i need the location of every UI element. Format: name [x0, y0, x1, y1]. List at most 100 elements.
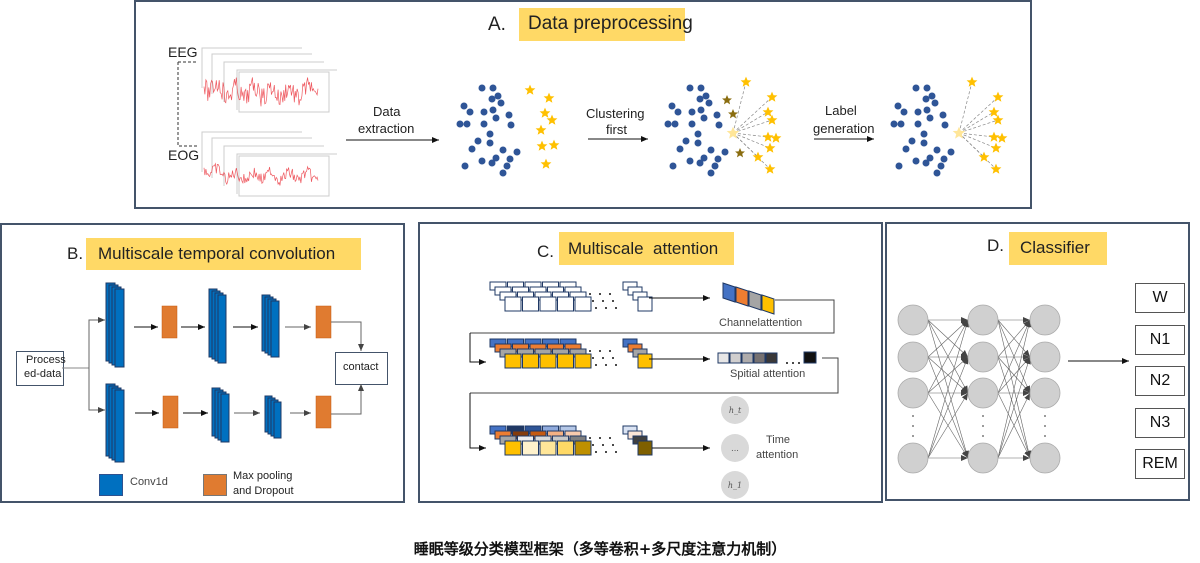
sample-dot [713, 111, 721, 119]
sample-dot [488, 159, 496, 167]
pool-block-top-1 [161, 305, 178, 339]
eeg-signal-waveform [203, 77, 319, 107]
stage-connector [470, 357, 839, 394]
ellipsis-dot [609, 293, 611, 295]
nn-connection [927, 319, 969, 358]
ellipsis-dot [595, 364, 597, 366]
sample-dot [914, 108, 922, 116]
time-node-label: h_1 [728, 481, 742, 490]
sample-dot [497, 99, 505, 107]
tensor-cell [557, 296, 574, 312]
panel-c-letter: C. [537, 242, 554, 261]
legend-pool-label-line1: Max pooling [233, 470, 293, 482]
spatial-weight-cell [717, 352, 730, 364]
eeg-signal-frame [236, 69, 337, 110]
conv1d-block [114, 389, 125, 463]
sample-dot [926, 154, 934, 162]
conv1d-block [217, 294, 227, 364]
panel-b-title: Multiscale temporal convolution [98, 244, 336, 263]
sample-star [740, 76, 752, 87]
cluster-link [732, 132, 771, 149]
ellipsis-dot [599, 437, 601, 439]
sample-dot [900, 108, 908, 116]
sample-dot [461, 162, 469, 170]
sample-dot [463, 120, 471, 128]
legend-pool-label-line2: and Dropout [233, 485, 294, 497]
ellipsis-dot [602, 357, 604, 359]
cluster-link [958, 111, 995, 134]
nn-node [967, 304, 999, 336]
sample-dot [686, 157, 694, 165]
class-label: N3 [1149, 413, 1171, 431]
time-attention-label-line2: attention [756, 449, 799, 461]
panel-a-letter: A. [488, 14, 506, 35]
sample-dot [694, 130, 702, 138]
tensor-cell [637, 296, 653, 312]
ellipsis-dot [798, 362, 800, 364]
sample-dot [668, 102, 676, 110]
sample-dot [474, 137, 482, 145]
sample-star [978, 151, 990, 162]
sample-star [764, 142, 776, 153]
class-box-n3: N3 [1135, 407, 1185, 438]
nn-node [1029, 341, 1061, 373]
sample-star [540, 158, 552, 169]
sample-dot [486, 130, 494, 138]
ellipsis-dot [912, 415, 914, 417]
sample-dot [700, 114, 708, 122]
panel-a-title: Data preprocessing [528, 13, 693, 34]
ellipsis-dot [589, 293, 591, 295]
ellipsis-dot [595, 451, 597, 453]
eog-signal-frame [211, 137, 312, 178]
sample-dot [702, 92, 710, 100]
eeg-signal-frame [201, 47, 302, 88]
eeg-label: EEG [168, 44, 198, 60]
cluster-link [732, 81, 747, 134]
sample-dot [923, 84, 931, 92]
ellipsis-dot [982, 435, 984, 437]
sample-dot [922, 95, 930, 103]
nn-node [897, 377, 929, 409]
ellipsis-dot [605, 451, 607, 453]
nn-connection [927, 319, 969, 459]
ellipsis-dot [599, 293, 601, 295]
tensor-cell [504, 353, 522, 369]
cluster-link [958, 132, 997, 170]
sample-dot [460, 102, 468, 110]
ellipsis-dot [612, 300, 614, 302]
ellipsis-dot [982, 425, 984, 427]
sample-dot [478, 157, 486, 165]
sample-star [966, 76, 978, 87]
spatial-weight-cell [729, 352, 742, 364]
tensor-cell [637, 440, 653, 456]
ellipsis-dot [592, 444, 594, 446]
cluster-link [732, 132, 769, 138]
misclustered-star [735, 148, 745, 158]
sample-dot [492, 154, 500, 162]
spatial-attention-label: Spitial attention [730, 368, 806, 380]
nn-node [1029, 442, 1061, 474]
step-label-generation-line2: generation [813, 121, 875, 136]
ellipsis-dot [612, 444, 614, 446]
channel-weight-cell [735, 286, 749, 307]
sample-dot [676, 145, 684, 153]
ellipsis-dot [595, 307, 597, 309]
cluster-link [732, 119, 773, 134]
merge-arrow-bottom [331, 384, 364, 415]
nn-connection [997, 319, 1031, 394]
sample-star [524, 84, 536, 95]
cluster-link [732, 111, 769, 134]
sample-dot [890, 120, 898, 128]
sample-dot [488, 95, 496, 103]
sample-star [539, 107, 551, 118]
sample-dot [682, 137, 690, 145]
sample-dot [707, 146, 715, 154]
nn-node [967, 341, 999, 373]
sample-dot [700, 154, 708, 162]
tensor-cell [504, 440, 522, 456]
merge-arrow-top [331, 321, 364, 351]
step-clustering-line1: Clustering [586, 106, 645, 121]
conv1d-block [220, 393, 230, 443]
sample-dot [494, 92, 502, 100]
sample-dot [489, 106, 497, 114]
